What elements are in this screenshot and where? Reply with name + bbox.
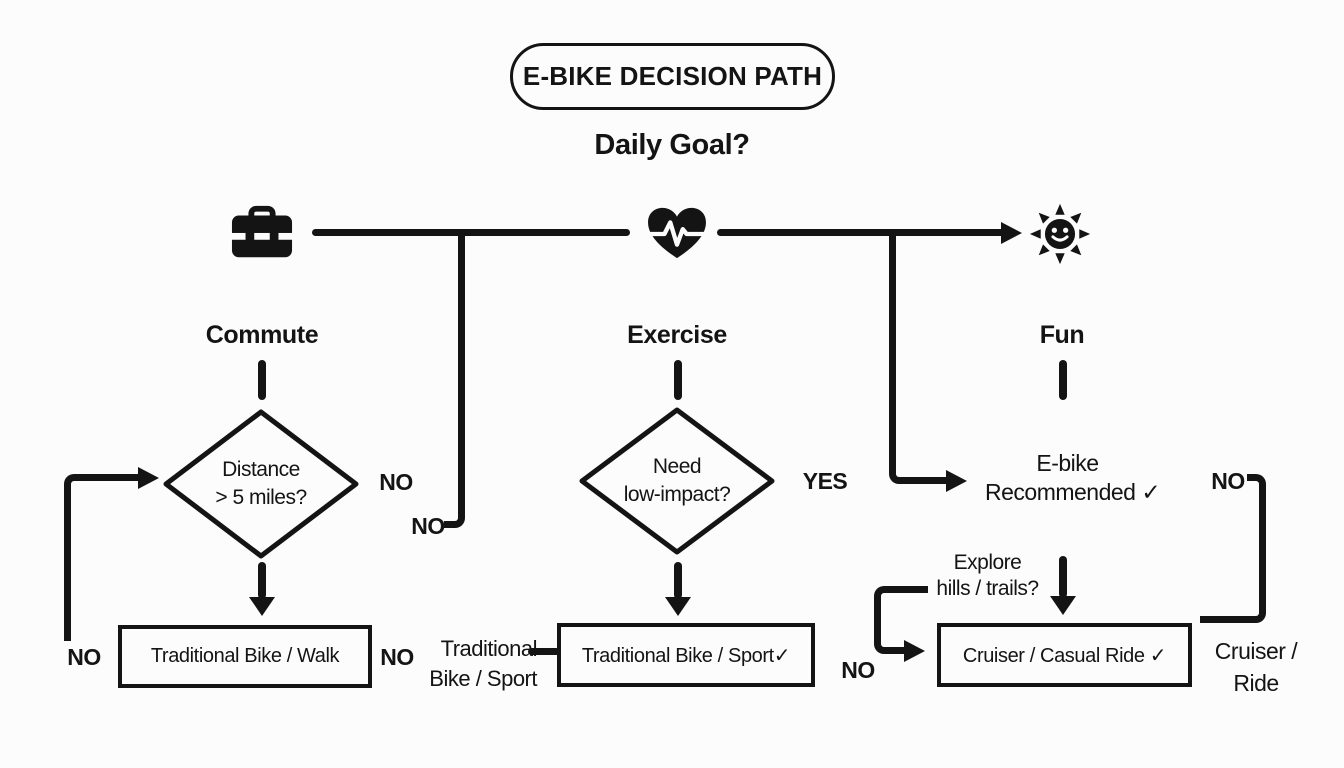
edge-fun-no-bottom: [1200, 564, 1266, 623]
label-left-loop-no: NO: [67, 643, 101, 670]
edge-sport-side-stub: [528, 648, 560, 655]
root-question: Daily Goal?: [594, 128, 750, 161]
label-walk-no: NO: [380, 643, 414, 670]
edge-commute-to-exercise: [312, 229, 630, 236]
label-explore-no: NO: [841, 656, 875, 683]
edge-fun-no-top: [1247, 474, 1266, 564]
branch-label-fun: Fun: [1039, 320, 1085, 349]
arrowhead-to-fun-icon: [1001, 221, 1022, 244]
edge-left-no-loop: [64, 474, 140, 641]
arrowhead-to-walk-box: [249, 597, 275, 616]
decision-distance: Distance > 5 miles?: [162, 408, 360, 560]
sun-smiley-icon: [1028, 200, 1092, 268]
branch-label-exercise: Exercise: [627, 320, 727, 349]
arrowhead-to-distance-diamond: [138, 466, 159, 489]
outcome-box-cruiser: Cruiser / Casual Ride ✓: [937, 623, 1192, 687]
edge-fun-drop: [889, 229, 940, 484]
label-lowimpact-yes: YES: [802, 467, 848, 494]
outcome-box-sport: Traditional Bike / Sport✓: [557, 623, 815, 687]
result-ebike-recommended: E-bike Recommended ✓: [985, 450, 1161, 505]
heart-pulse-icon: [646, 206, 708, 262]
decision-explore: Explore hills / trails?: [936, 551, 1039, 600]
arrowhead-to-cruiser-left: [904, 639, 925, 662]
label-junction-no: NO: [411, 512, 445, 539]
arrowhead-to-cruiser-box: [1050, 596, 1076, 615]
branch-label-commute: Commute: [205, 320, 319, 349]
arrow-distance-to-walk-shaft: [258, 562, 266, 599]
label-distance-no: NO: [379, 468, 413, 495]
edge-fun-drop-shaft: [938, 477, 948, 484]
edge-junction-no-drop: [444, 229, 465, 528]
arrowhead-to-ebike: [946, 469, 967, 492]
edge-exercise-to-fun: [717, 229, 1003, 236]
arrow-to-cruiser-shaft: [1059, 556, 1067, 598]
arrow-lowimpact-to-sport-shaft: [674, 562, 682, 599]
page-title: E-BIKE DECISION PATH: [522, 61, 823, 91]
decision-low-impact: Need low-impact?: [578, 406, 776, 556]
briefcase-icon: [231, 204, 293, 260]
edge-explore-no-top: [874, 586, 928, 626]
edge-explore-no-bottom: [874, 626, 906, 654]
connector-commute: [258, 360, 266, 400]
outcome-box-walk: Traditional Bike / Walk: [118, 625, 372, 688]
label-cruiser-side: Cruiser / Ride: [1214, 638, 1298, 696]
label-fun-no: NO: [1211, 467, 1245, 494]
connector-fun: [1059, 360, 1067, 400]
title-pill: E-BIKE DECISION PATH: [510, 43, 835, 110]
label-sport-side: Traditional Bike / Sport: [429, 636, 537, 691]
arrowhead-to-sport-box: [665, 597, 691, 616]
connector-exercise: [674, 360, 682, 400]
